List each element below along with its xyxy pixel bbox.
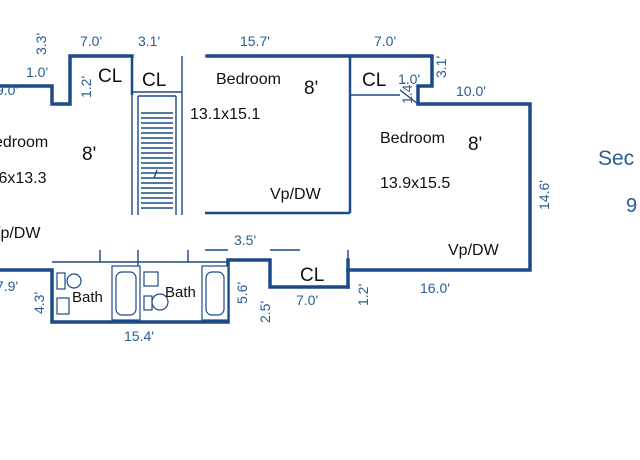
dim-10-0: 10.0' bbox=[456, 83, 486, 99]
dim-15-7: 15.7' bbox=[240, 33, 270, 49]
dim-7-0-top-right: 7.0' bbox=[374, 33, 396, 49]
left-bedroom-ceiling: 8' bbox=[82, 144, 96, 165]
center-bedroom-ceiling: 8' bbox=[304, 78, 318, 99]
dim-7-9: 7.9' bbox=[0, 278, 18, 294]
closet-label-1: CL bbox=[98, 66, 122, 87]
bath-fixtures bbox=[56, 265, 229, 321]
room-labels: edroom 8' .6x13.3 /p/DW Bedroom 8' 13.1x… bbox=[0, 66, 500, 306]
closet-label-2: CL bbox=[142, 70, 166, 91]
left-bedroom-note: /p/DW bbox=[0, 225, 41, 242]
center-bedroom-name: Bedroom bbox=[216, 71, 281, 88]
closet-label-4: CL bbox=[300, 265, 324, 286]
right-bedroom-ceiling: 8' bbox=[468, 134, 482, 155]
right-bedroom-size: 13.9x15.5 bbox=[380, 175, 450, 192]
dim-2-5: 2.5' bbox=[257, 301, 273, 323]
dim-15-4: 15.4' bbox=[124, 328, 154, 344]
bath-left-label: Bath bbox=[72, 289, 103, 306]
dim-3-3: 3.3' bbox=[33, 33, 49, 55]
dim-3-1-top: 3.1' bbox=[138, 33, 160, 49]
closet-label-3: CL bbox=[362, 70, 386, 91]
dim-14-6: 14.6' bbox=[536, 180, 552, 210]
dim-3-5: 3.5' bbox=[234, 232, 256, 248]
dim-1-0-right: 1.0' bbox=[398, 71, 420, 87]
bath-right-label: Bath bbox=[165, 284, 196, 301]
side-section-label: Sec 9 bbox=[598, 147, 637, 217]
right-bedroom-note: Vp/DW bbox=[448, 242, 500, 259]
side-label-title: Sec bbox=[598, 147, 634, 170]
interior-walls bbox=[52, 56, 419, 322]
left-bedroom-name: edroom bbox=[0, 134, 48, 151]
center-bedroom-note: Vp/DW bbox=[270, 186, 322, 203]
dim-5-6: 5.6' bbox=[234, 282, 250, 304]
dim-16-0: 16.0' bbox=[420, 280, 450, 296]
right-bedroom-name: Bedroom bbox=[380, 130, 445, 147]
center-bedroom-size: 13.1x15.1 bbox=[190, 106, 260, 123]
dim-3-1-right: 3.1' bbox=[433, 56, 449, 78]
staircase bbox=[141, 112, 173, 209]
side-label-sub: 9 bbox=[626, 195, 637, 217]
left-bedroom-size: .6x13.3 bbox=[0, 170, 47, 187]
dim-1-2-top: 1.2' bbox=[78, 76, 94, 98]
dim-9-0: 9.0' bbox=[0, 82, 18, 98]
dimension-labels: 3.3' 7.0' 3.1' 15.7' 7.0' 3.1' 1.0' 9.0'… bbox=[0, 33, 552, 344]
dim-7-0-top-left: 7.0' bbox=[80, 33, 102, 49]
dim-7-0-bottom: 7.0' bbox=[296, 292, 318, 308]
dim-1-4: 1.4' bbox=[399, 82, 415, 104]
dim-4-3: 4.3' bbox=[31, 292, 47, 314]
dim-1-2-bottom: 1.2' bbox=[355, 284, 371, 306]
dim-1-0-left: 1.0' bbox=[26, 64, 48, 80]
